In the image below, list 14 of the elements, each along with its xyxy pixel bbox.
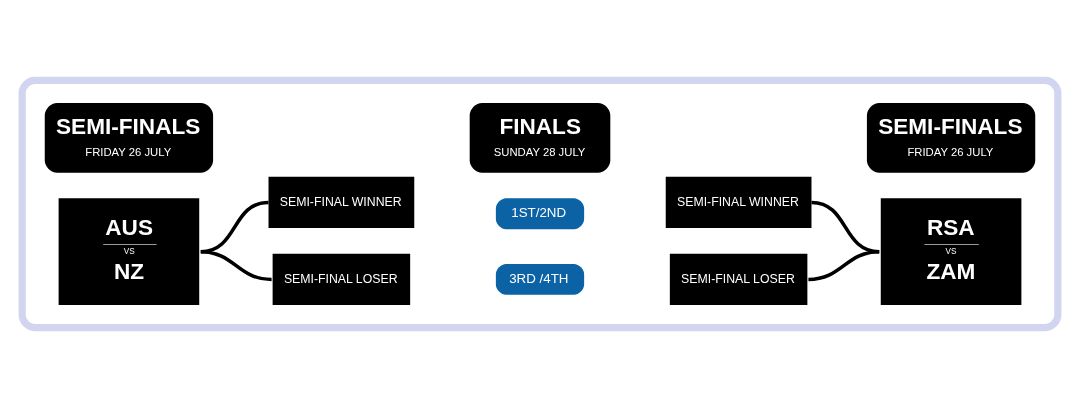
node-box: SEMI-FINAL WINNER (268, 176, 415, 229)
node-box: SEMI-FINALS FRIDAY 26 JULY (44, 102, 214, 173)
cluster (18, 76, 1062, 332)
connector (200, 249, 272, 282)
node-box: SEMI-FINAL LOSER (272, 253, 411, 306)
node-box: SEMI-FINALS FRIDAY 26 JULY (866, 102, 1036, 173)
node-box: 1ST/2ND (495, 198, 585, 230)
connector (808, 249, 880, 282)
node-box: SEMI-FINAL WINNER (665, 176, 812, 229)
node-box: AUS VS NZ (58, 198, 200, 306)
node-box: RSA VS ZAM (880, 198, 1022, 306)
node-box: FINALS SUNDAY 28 JULY (469, 102, 611, 173)
node-box: SEMI-FINAL LOSER (669, 253, 808, 306)
node-box: 3RD /4TH (495, 264, 585, 295)
